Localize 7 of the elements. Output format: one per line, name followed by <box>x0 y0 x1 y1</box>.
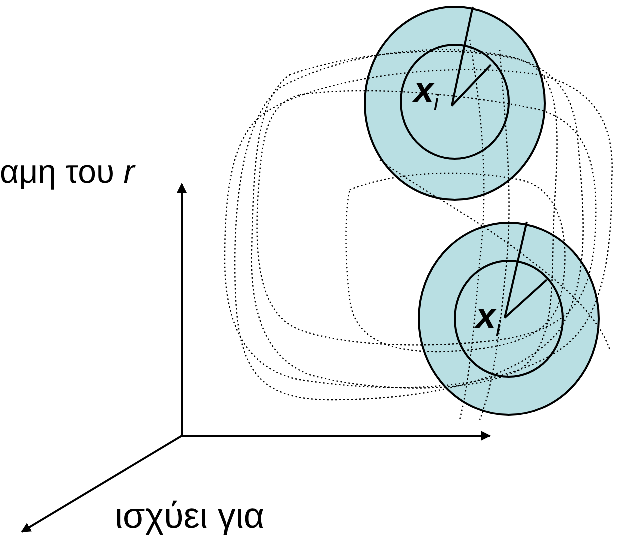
inner-circle <box>454 260 564 378</box>
point-label: x$_{i}$ <box>414 72 439 114</box>
axis-label: αμη του r <box>0 155 135 188</box>
inner-circle <box>400 44 510 160</box>
shaded-disc <box>364 6 546 201</box>
shaded-disc <box>418 222 600 416</box>
axis-label: ισχύει για <box>115 498 265 534</box>
